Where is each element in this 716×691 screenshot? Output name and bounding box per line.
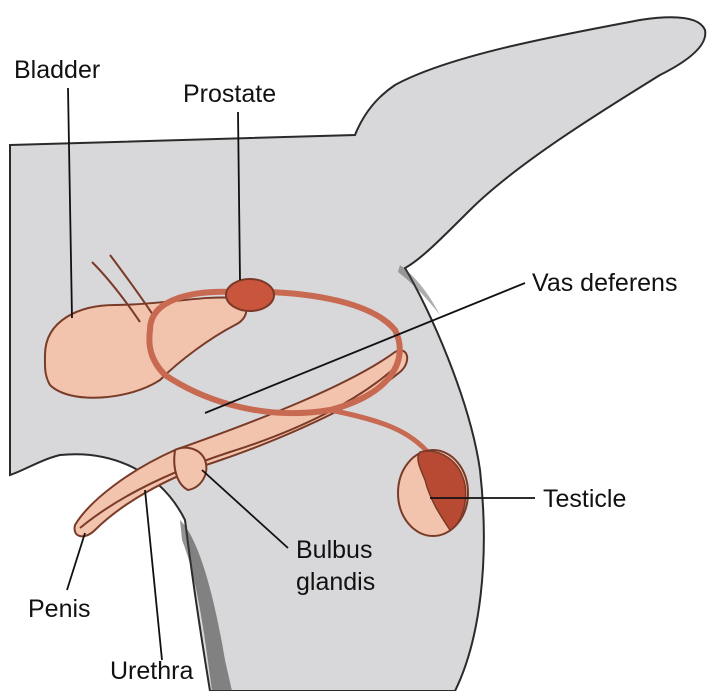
leader-urethra	[145, 490, 162, 660]
label-bladder: Bladder	[14, 56, 100, 84]
label-testicle: Testicle	[543, 485, 626, 513]
label-bulbus-glandis-line1: Bulbus	[296, 536, 372, 564]
prostate-shape	[226, 279, 274, 311]
label-urethra: Urethra	[110, 657, 193, 685]
label-bulbus-glandis-line2: glandis	[296, 568, 375, 596]
label-vas-deferens: Vas deferens	[532, 269, 677, 297]
label-penis: Penis	[28, 595, 91, 623]
label-prostate: Prostate	[183, 80, 276, 108]
leader-penis	[67, 533, 85, 590]
